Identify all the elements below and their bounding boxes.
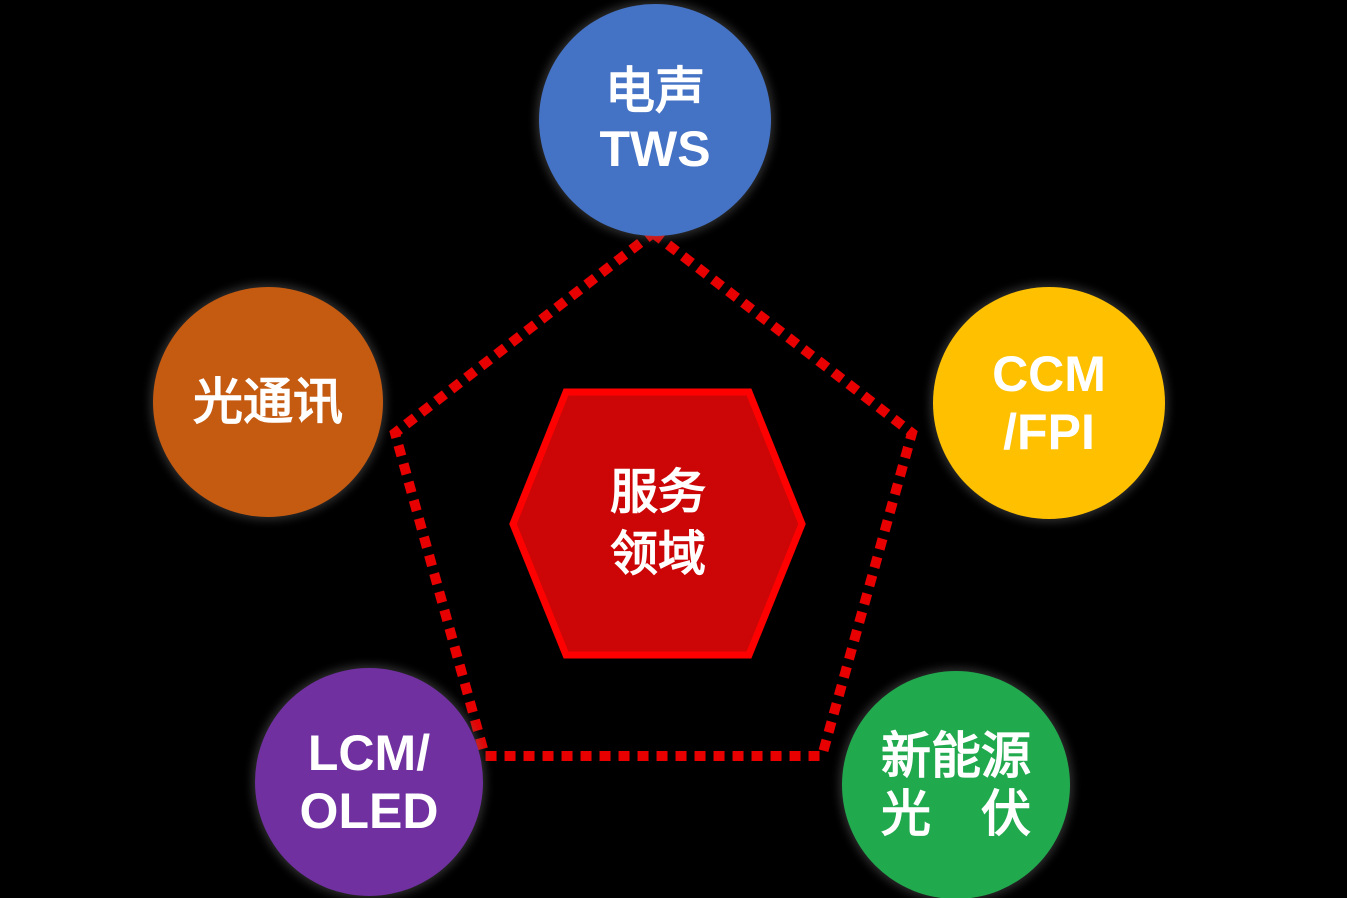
node-tws: 电声 TWS <box>539 4 771 236</box>
center-label-line2: 领域 <box>609 527 706 581</box>
node-new-energy-pv: 新能源 光 伏 <box>842 671 1070 898</box>
node-lcm-oled: LCM/ OLED <box>255 668 483 896</box>
center-label: 服务 领域 <box>513 392 803 655</box>
node-new-energy-pv-line2: 光 伏 <box>881 786 1031 842</box>
node-lcm-oled-line1: LCM/ <box>307 725 431 781</box>
node-ccm-fpi-line2: /FPI <box>1003 404 1095 460</box>
node-lcm-oled-line2: OLED <box>299 783 439 839</box>
center-label-line1: 服务 <box>609 465 706 519</box>
node-optical-comm: 光通讯 <box>153 287 383 517</box>
pentagon-dashed-border <box>389 226 918 761</box>
node-ccm-fpi-line1: CCM <box>992 346 1106 402</box>
node-tws-line1: 电声 <box>605 63 705 119</box>
node-tws-line2: TWS <box>599 121 711 177</box>
hexagon-shape <box>509 388 806 659</box>
node-new-energy-pv-line1: 新能源 <box>881 728 1031 784</box>
node-ccm-fpi: CCM /FPI <box>933 287 1165 519</box>
node-optical-comm-line1: 光通讯 <box>193 374 343 430</box>
